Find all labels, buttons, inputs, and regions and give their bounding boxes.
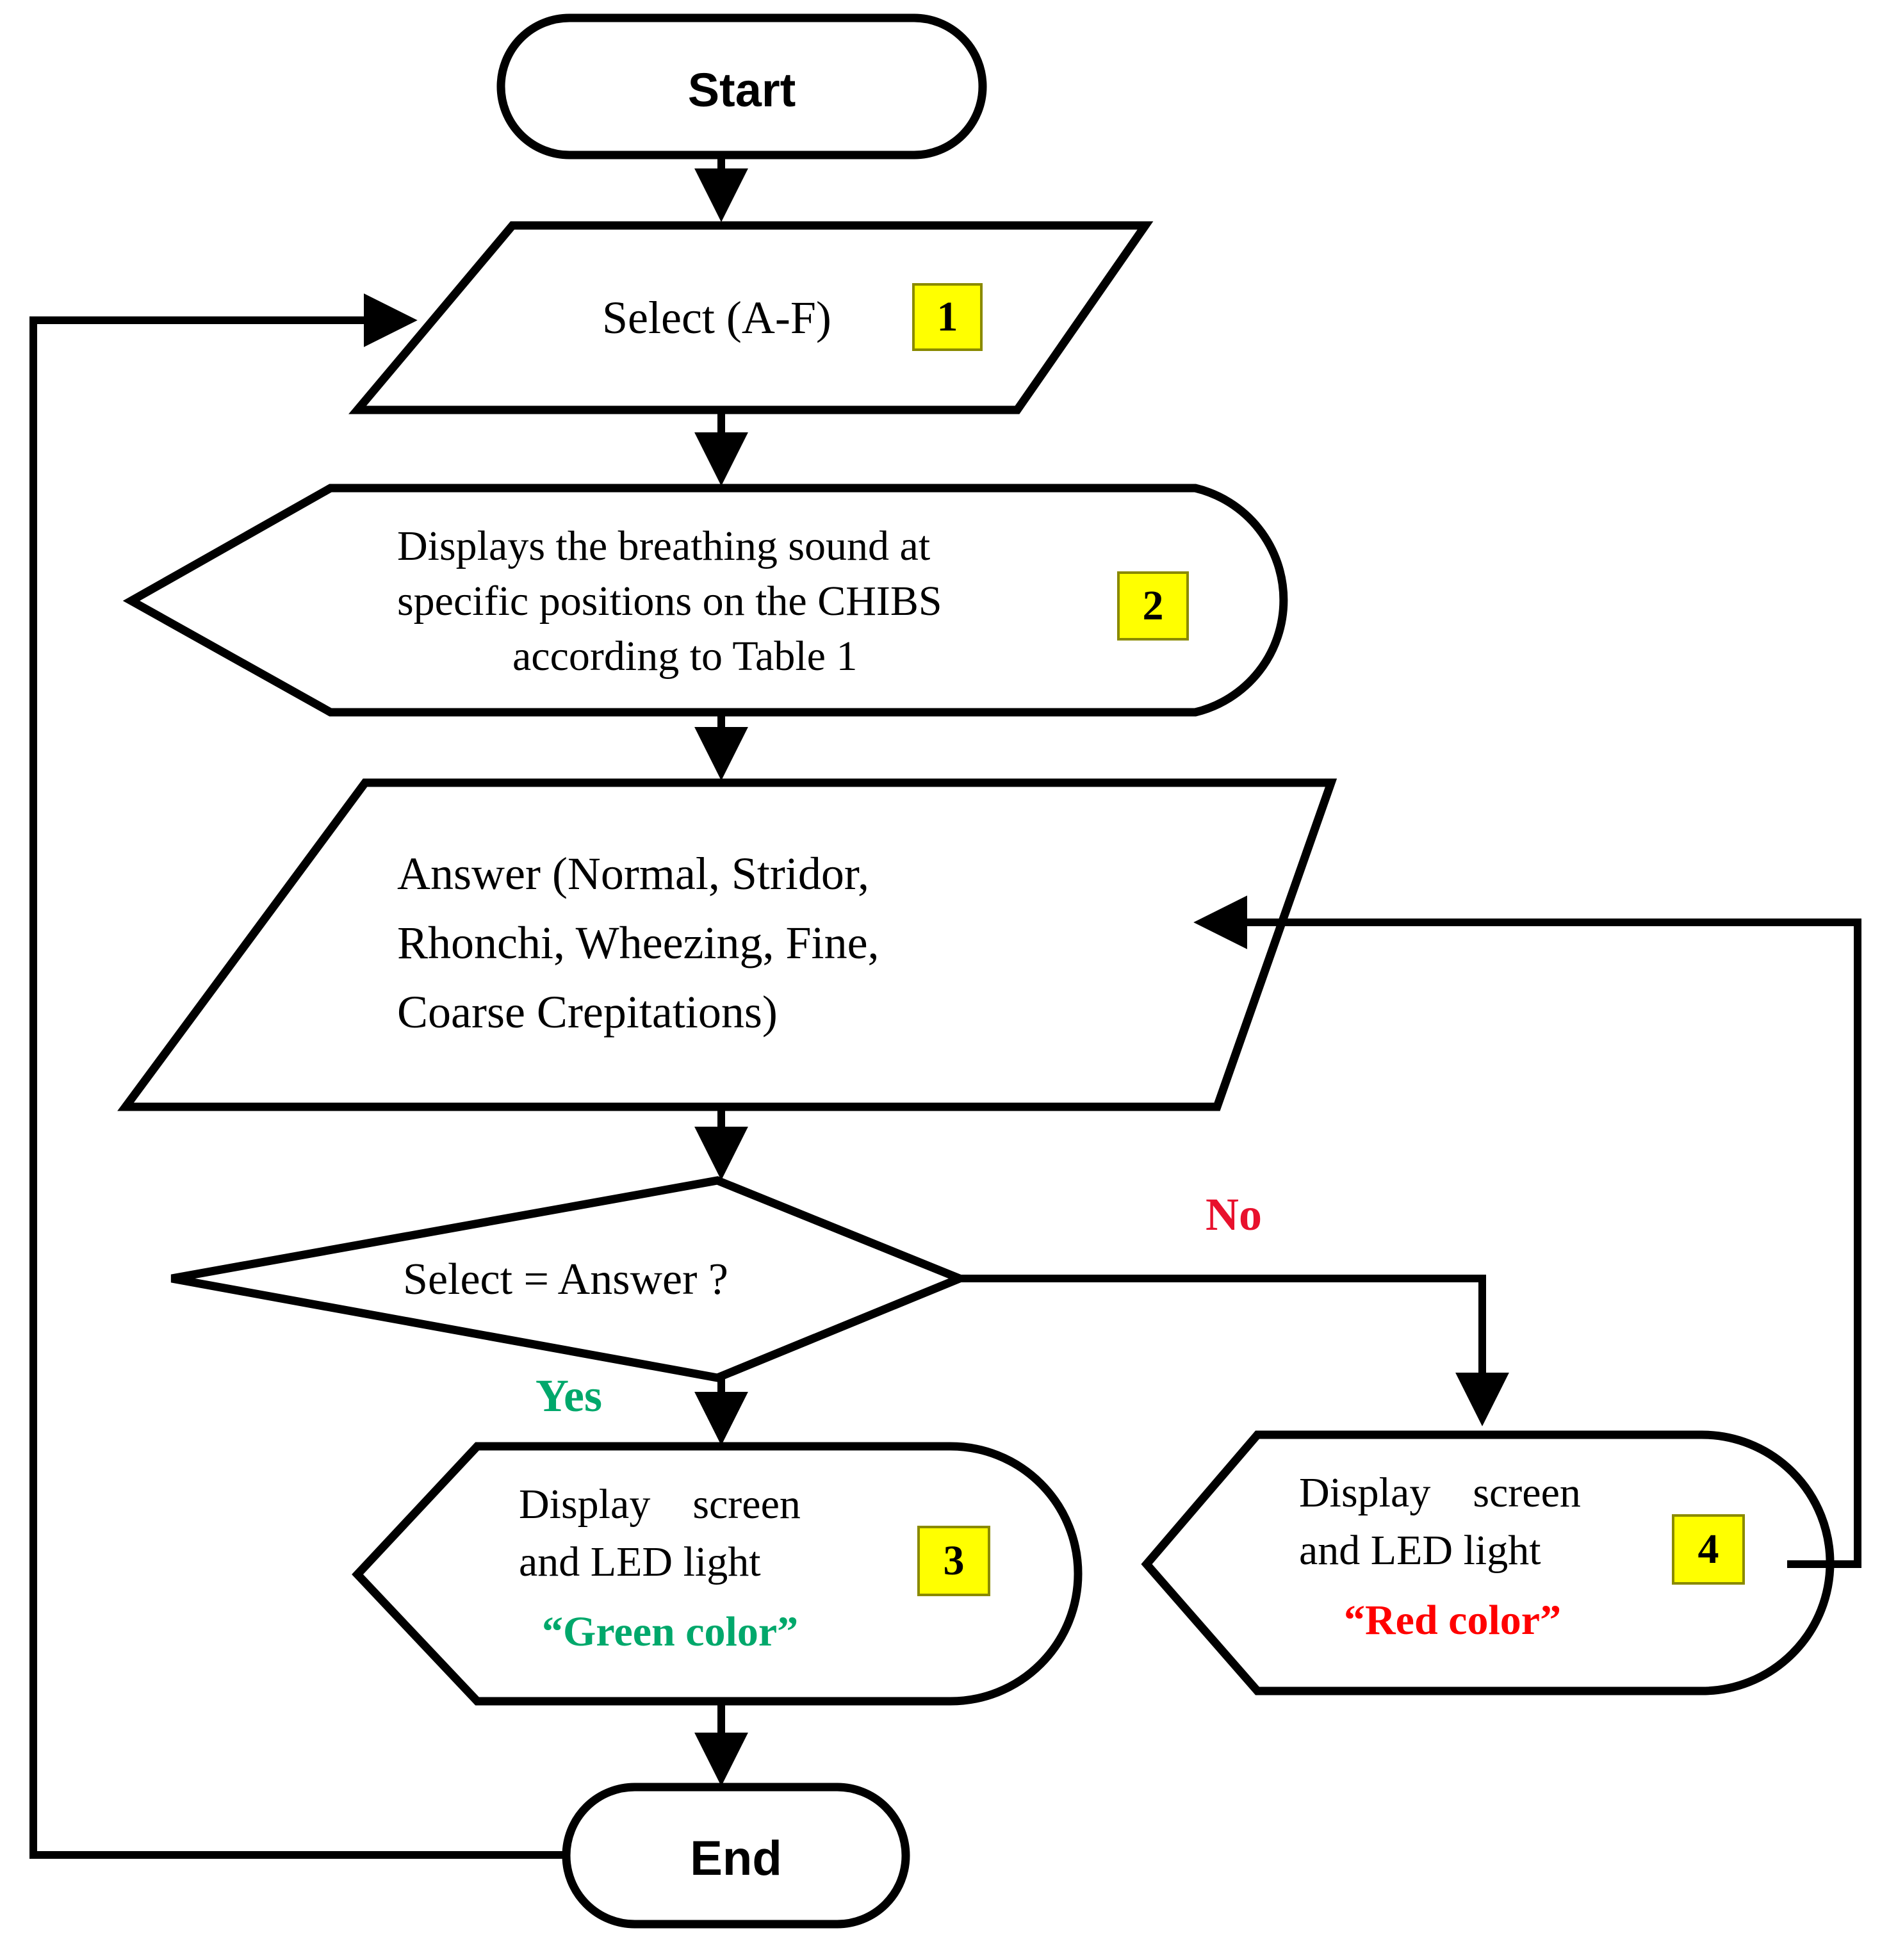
decision-diamond-shape xyxy=(170,1176,971,1382)
edge-red-loop-to-answer xyxy=(1193,895,1861,1568)
green-result-shape xyxy=(352,1442,1083,1706)
green-result-step-badge: 3 xyxy=(917,1526,990,1596)
start-terminator-shape xyxy=(496,13,987,159)
answer-input-shape xyxy=(117,778,1337,1111)
select-step-badge: 1 xyxy=(912,283,983,351)
edge-label-yes: Yes xyxy=(536,1370,602,1421)
display-sound-step-badge: 2 xyxy=(1117,571,1189,641)
edge-decision-no-to-red xyxy=(960,1275,1509,1426)
end-terminator-shape xyxy=(562,1783,910,1929)
red-result-step-badge: 4 xyxy=(1672,1514,1745,1585)
display-sound-shape xyxy=(122,484,1288,717)
select-input-shape xyxy=(348,221,1154,414)
red-result-shape xyxy=(1141,1430,1835,1695)
edge-end-loop-to-select xyxy=(29,293,566,1859)
edge-label-no: No xyxy=(1206,1189,1262,1240)
